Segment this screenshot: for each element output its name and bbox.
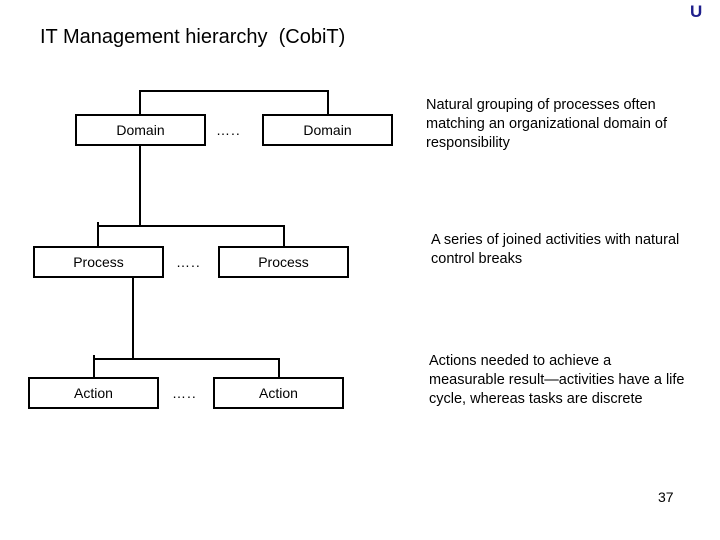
domain-box-left-label: Domain: [116, 122, 165, 138]
action-annotation: Actions needed to achieve a measurable r…: [429, 353, 685, 407]
domain-row-ellipsis: …..: [216, 122, 241, 138]
university-logo-u: U: [690, 2, 703, 21]
domain-connector-left-drop: [139, 90, 141, 115]
domain-connector-right-drop: [327, 90, 329, 115]
process-box-right-label: Process: [258, 254, 309, 270]
page-number: 37: [658, 489, 674, 505]
action-box-right-label: Action: [259, 385, 298, 401]
domain-box-left[interactable]: Domain: [75, 114, 206, 146]
action-row-ellipsis: …..: [172, 385, 197, 401]
action-connector-right-drop: [278, 358, 280, 378]
action-box-left[interactable]: Action: [28, 377, 159, 409]
process-row-ellipsis: …..: [176, 254, 201, 270]
domain-annotation: Natural grouping of processes often matc…: [426, 97, 668, 151]
process-connector-right-drop: [283, 225, 285, 247]
process-to-action-stem: [132, 278, 134, 358]
process-connector-left-drop: [97, 222, 99, 247]
domain-box-right-label: Domain: [303, 122, 352, 138]
domain-to-process-stem: [139, 146, 141, 225]
process-box-right[interactable]: Process: [218, 246, 349, 278]
domain-box-right[interactable]: Domain: [262, 114, 393, 146]
action-box-left-label: Action: [74, 385, 113, 401]
page-title: IT Management hierarchy (CobiT): [40, 26, 346, 48]
action-box-right[interactable]: Action: [213, 377, 344, 409]
domain-connector-horizontal: [139, 90, 329, 92]
process-annotation: A series of joined activities with natur…: [431, 232, 680, 267]
hierarchy-diagram: Domain ….. Domain Process ….. Process Ac…: [28, 90, 393, 409]
process-box-left-label: Process: [73, 254, 124, 270]
process-box-left[interactable]: Process: [33, 246, 164, 278]
process-connector-horizontal: [97, 225, 285, 227]
action-connector-left-drop: [93, 355, 95, 378]
action-connector-horizontal: [93, 358, 280, 360]
